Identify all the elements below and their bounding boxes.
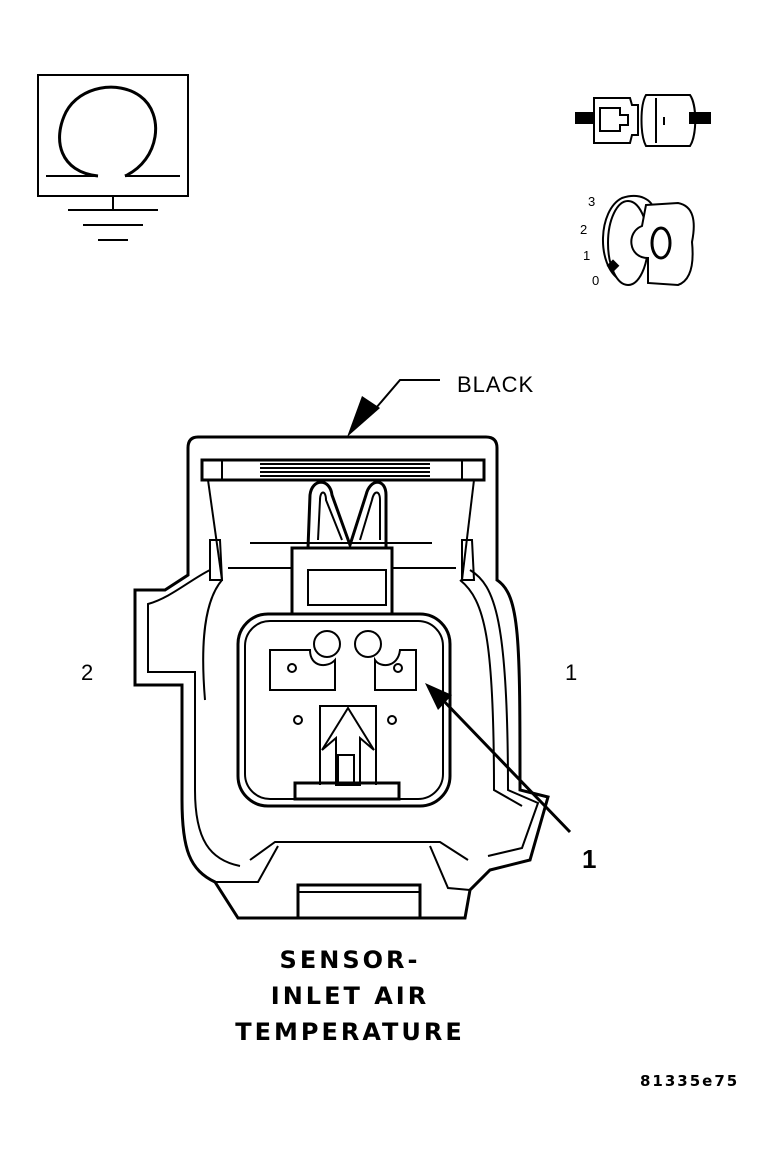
ignition-position-3: 3 bbox=[588, 194, 595, 209]
connector-disconnected-icon bbox=[575, 94, 711, 147]
terminal-pin-1 bbox=[354, 630, 417, 691]
figure-id: 81335e75 bbox=[640, 1072, 739, 1090]
ignition-position-2: 2 bbox=[580, 222, 587, 237]
title-line-2: INLET AIR bbox=[271, 982, 429, 1010]
callout-number: 1 bbox=[582, 844, 596, 874]
ohmmeter-ground-icon bbox=[37, 74, 189, 241]
title-line-1: SENSOR- bbox=[280, 946, 421, 974]
ignition-key-off-icon: 3 2 1 0 bbox=[580, 194, 695, 288]
ignition-position-1: 1 bbox=[583, 248, 590, 263]
connector-housing bbox=[133, 435, 550, 920]
title-line-3: TEMPERATURE bbox=[235, 1018, 465, 1046]
wire-color-label: BLACK bbox=[457, 372, 534, 397]
wire-color-leader bbox=[347, 379, 440, 437]
pin-label-1: 1 bbox=[565, 660, 577, 685]
connector-latch bbox=[200, 458, 486, 615]
pin-label-2: 2 bbox=[81, 660, 93, 685]
diagram-title: SENSOR- INLET AIR TEMPERATURE bbox=[235, 946, 465, 1046]
callout-leader bbox=[425, 683, 572, 834]
keying-feature bbox=[293, 705, 401, 801]
connector-cavity bbox=[236, 612, 452, 808]
terminal-pin-2 bbox=[269, 630, 341, 691]
ignition-position-0: 0 bbox=[592, 273, 599, 288]
